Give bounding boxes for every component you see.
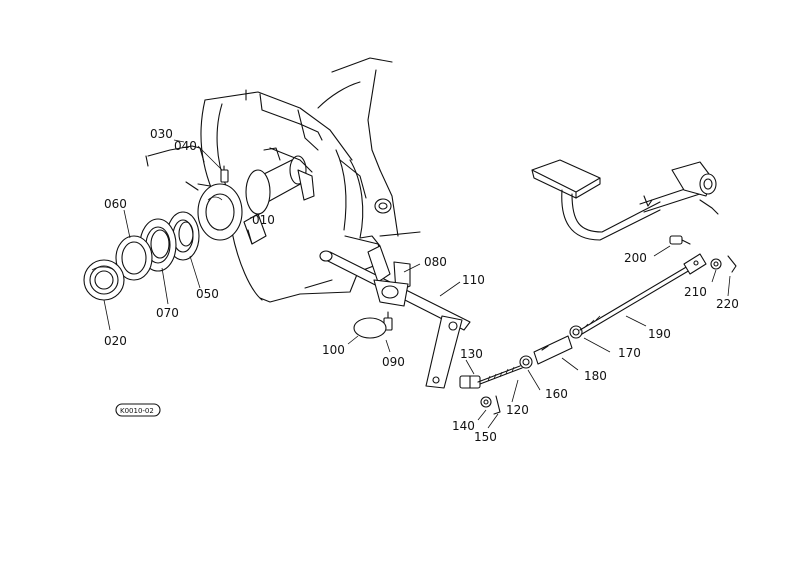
label-210: 210 [684, 285, 707, 299]
label-150: 150 [474, 430, 497, 444]
plate-100 [353, 317, 387, 339]
pin-140 [480, 396, 492, 408]
threaded-rod-120 [479, 366, 523, 385]
label-070: 070 [156, 306, 179, 320]
bolt-040 [220, 165, 229, 183]
part-labels: 030 040 010 060 020 070 050 080 110 100 … [104, 127, 739, 444]
release-bearing-assembly [83, 183, 243, 301]
leader-lines [103, 139, 731, 429]
cotter-pin-150 [493, 395, 501, 415]
release-shaft [319, 245, 471, 331]
label-080: 080 [424, 255, 447, 269]
label-100: 100 [322, 343, 345, 357]
label-140: 140 [452, 419, 475, 433]
label-120: 120 [506, 403, 529, 417]
nut-170 [569, 325, 583, 339]
label-090: 090 [382, 355, 405, 369]
label-200: 200 [624, 251, 647, 265]
turnbuckle-180 [533, 335, 573, 365]
label-180: 180 [584, 369, 607, 383]
catalog-stamp: K0010-02 [115, 403, 161, 417]
clutch-pedal [531, 159, 719, 241]
label-050: 050 [196, 287, 219, 301]
label-220: 220 [716, 297, 739, 311]
release-lever [425, 315, 463, 389]
washer-210 [710, 258, 722, 270]
pin-200 [669, 235, 691, 245]
label-020: 020 [104, 334, 127, 348]
nut-160 [519, 355, 533, 369]
rod-190 [579, 253, 707, 335]
bracket-030 [145, 145, 205, 191]
label-130: 130 [460, 347, 483, 361]
cotter-pin-220 [727, 255, 737, 273]
label-060: 060 [104, 197, 127, 211]
label-160: 160 [545, 387, 568, 401]
clevis-130 [459, 365, 521, 389]
stamp-text: K0010-02 [120, 407, 154, 415]
label-110: 110 [462, 273, 485, 287]
label-040: 040 [174, 139, 197, 153]
release-sleeve [243, 147, 315, 245]
label-030: 030 [150, 127, 173, 141]
label-010: 010 [252, 213, 275, 227]
label-170: 170 [618, 346, 641, 360]
label-190: 190 [648, 327, 671, 341]
